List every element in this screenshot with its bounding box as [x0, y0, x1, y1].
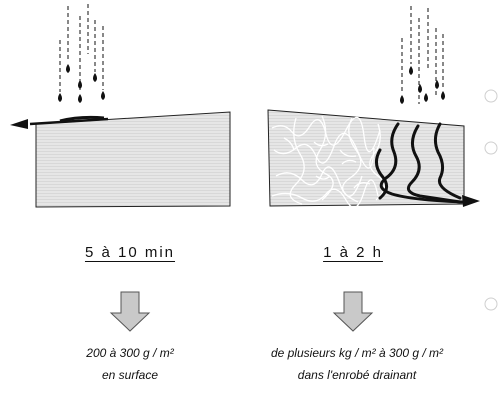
- infiltration-arrow-icon: [375, 122, 464, 204]
- result-left: 200 à 300 g / m² en surface: [40, 342, 220, 386]
- result-right-line1: de plusieurs kg / m² à 300 g / m²: [270, 346, 444, 360]
- result-right: de plusieurs kg / m² à 300 g / m² dans l…: [232, 342, 482, 386]
- duration-label-left: 5 à 10 min: [84, 244, 176, 261]
- down-arrow-icon: [332, 291, 374, 332]
- duration-label-right: 1 à 2 h: [323, 244, 383, 261]
- result-left-line2: en surface: [101, 368, 159, 382]
- porous-slab: [267, 109, 480, 208]
- result-right-line2: dans l'enrobé drainant: [297, 368, 417, 382]
- runoff-arrow-icon: [10, 115, 109, 129]
- impermeable-slab: [35, 111, 231, 208]
- rain-drops-icon: [59, 4, 104, 92]
- rain-left: [58, 4, 105, 103]
- margin-holes: [484, 89, 498, 311]
- down-arrow-icon: [109, 291, 151, 332]
- pore-network: [271, 115, 386, 208]
- result-left-line1: 200 à 300 g / m²: [86, 346, 174, 360]
- rain-right: [400, 6, 445, 104]
